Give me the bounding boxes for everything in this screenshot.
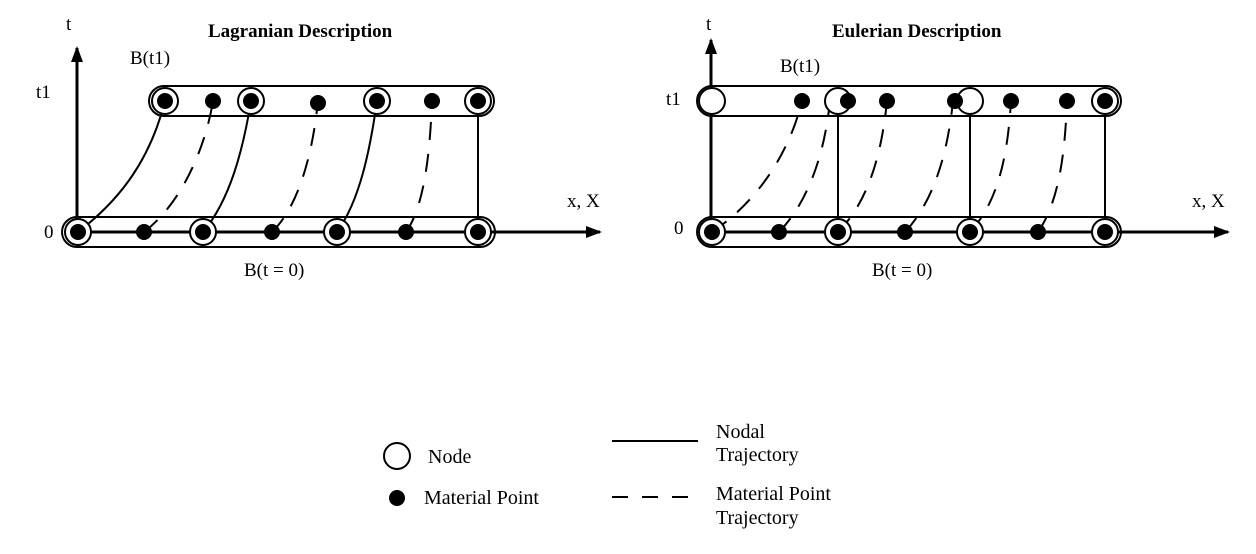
lagrangian-panel: Lagranian Description t x, X t1 0 B(t1) … [36, 14, 602, 281]
material-trajectory [143, 100, 214, 233]
material-point [1030, 224, 1046, 240]
eulerian-title: Eulerian Description [832, 21, 1002, 42]
material-point [947, 93, 963, 109]
zero-tick-label: 0 [674, 218, 684, 239]
body-t0-outline [696, 216, 1122, 248]
legend-node-icon [383, 442, 411, 470]
node [698, 218, 726, 246]
material-trajectory [405, 100, 433, 233]
legend-material-point-label: Material Point [424, 487, 539, 509]
material-point [1003, 93, 1019, 109]
legend-material-trajectory-line1: Material Point [716, 483, 831, 505]
body-t0-label: B(t = 0) [244, 260, 304, 281]
node [824, 218, 852, 246]
material-trajectory [711, 100, 803, 233]
material-point [310, 95, 326, 111]
body-t0-label: B(t = 0) [872, 260, 932, 281]
legend: Node Material Point Nodal Trajectory Mat… [383, 421, 831, 529]
legend-node-label: Node [428, 446, 471, 468]
material-point [1059, 93, 1075, 109]
material-point [879, 93, 895, 109]
node [1091, 87, 1119, 115]
material-point [897, 224, 913, 240]
legend-nodal-trajectory-line2: Trajectory [716, 444, 799, 466]
nodal-trajectory [202, 100, 252, 233]
node [363, 87, 391, 115]
legend-material-trajectory-line2: Trajectory [716, 507, 799, 529]
t1-tick-label: t1 [36, 82, 51, 103]
node [956, 218, 984, 246]
eulerian-panel: Eulerian Description t x, X t1 0 B(t1) B… [666, 14, 1230, 281]
material-trajectory [1037, 100, 1068, 233]
material-trajectory [969, 100, 1012, 233]
nodal-trajectory [77, 100, 166, 233]
material-point [794, 93, 810, 109]
x-axis-label: x, X [567, 191, 600, 212]
node [189, 218, 217, 246]
body-t1-outline [148, 85, 495, 117]
node [151, 87, 179, 115]
material-trajectory [271, 100, 319, 233]
material-point [771, 224, 787, 240]
material-point [264, 224, 280, 240]
material-point [398, 224, 414, 240]
node [323, 218, 351, 246]
material-point [424, 93, 440, 109]
t1-tick-label: t1 [666, 89, 681, 110]
material-trajectory [837, 100, 888, 233]
t-axis-label: t [66, 14, 72, 35]
node [64, 218, 92, 246]
node [464, 87, 492, 115]
material-point [205, 93, 221, 109]
node [1091, 218, 1119, 246]
material-point [840, 93, 856, 109]
material-point [136, 224, 152, 240]
body-t1-outline [696, 85, 1122, 117]
nodal-trajectory [336, 100, 378, 233]
body-t0-outline [61, 216, 496, 248]
material-trajectory [778, 100, 831, 233]
node [698, 87, 726, 115]
legend-material-point-icon [389, 490, 405, 506]
legend-nodal-trajectory-line1: Nodal [716, 421, 765, 443]
lagrangian-title: Lagranian Description [208, 21, 393, 42]
zero-tick-label: 0 [44, 222, 54, 243]
body-t1-label: B(t1) [780, 56, 820, 77]
material-trajectory [904, 100, 954, 233]
x-axis-label: x, X [1192, 191, 1225, 212]
body-t1-label: B(t1) [130, 48, 170, 69]
node [464, 218, 492, 246]
t-axis-label: t [706, 14, 712, 35]
node [237, 87, 265, 115]
